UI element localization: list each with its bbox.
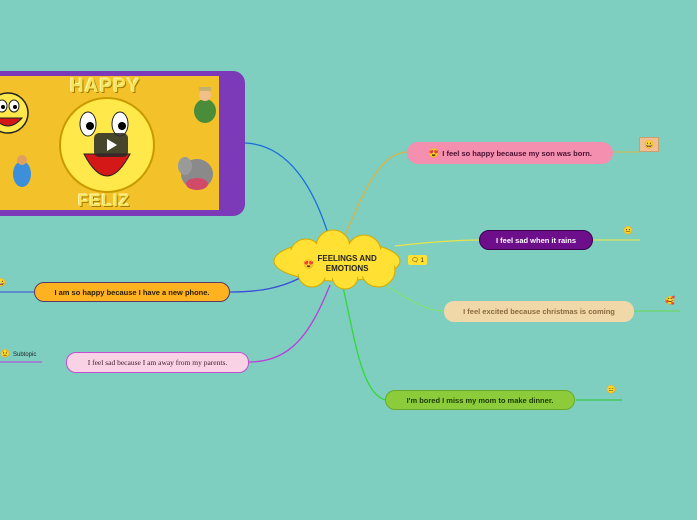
expressionless-face-icon: 😑 xyxy=(606,385,616,394)
link-sad-parents xyxy=(248,284,331,363)
comment-badge[interactable]: 🗨 1 xyxy=(408,255,427,265)
worried-face-icon: 😟 xyxy=(0,349,10,358)
side-emoji-grinning-box: 😀 xyxy=(639,137,659,152)
central-cloud-shape xyxy=(273,229,401,290)
link-bored-mom xyxy=(342,286,387,401)
heart-eyes-icon: 😍 xyxy=(428,147,440,158)
neutral-face-icon: 😐 xyxy=(623,226,633,235)
topic-excited-christmas-label: I feel excited because christmas is comi… xyxy=(463,307,615,316)
topic-happy-son-label: I feel so happy because my son was born. xyxy=(442,148,592,158)
grinning-face-icon: 😀 xyxy=(644,140,654,149)
central-topic-line2: EMOTIONS xyxy=(325,264,369,273)
smiling-hearts-icon: 🥰 xyxy=(665,296,675,305)
play-button-icon[interactable] xyxy=(94,133,128,157)
topic-sad-parents-label: I feel sad because I am away from my par… xyxy=(87,358,228,367)
central-topic-label: FEELINGS AND EMOTIONS xyxy=(317,254,376,274)
link-video xyxy=(244,142,331,241)
topic-bored-mom[interactable]: I'm bored I miss my mom to make dinner. xyxy=(385,390,575,410)
link-happy-son xyxy=(344,151,409,236)
topic-happy-son[interactable]: 😍 I feel so happy because my son was bor… xyxy=(407,142,613,164)
topic-sad-rains[interactable]: I feel sad when it rains xyxy=(479,230,593,250)
grinning-face-icon: 😀 xyxy=(0,278,6,287)
central-topic[interactable]: 😍 FEELINGS AND EMOTIONS xyxy=(292,250,388,278)
video-title-bottom: FELIZ xyxy=(78,191,131,210)
topic-sad-parents[interactable]: I feel sad because I am away from my par… xyxy=(66,352,249,373)
comment-count: 🗨 1 xyxy=(411,257,424,264)
central-topic-line1: FEELINGS AND xyxy=(317,254,377,263)
link-excited-christmas xyxy=(379,281,445,312)
topic-sad-rains-label: I feel sad when it rains xyxy=(495,235,577,245)
topic-happy-phone[interactable]: I am so happy because I have a new phone… xyxy=(34,282,230,302)
link-sad-rains xyxy=(394,239,481,247)
video-thumbnail[interactable]: HAPPY FELIZ xyxy=(0,71,245,216)
link-happy-phone xyxy=(229,277,301,293)
topic-happy-phone-label: I am so happy because I have a new phone… xyxy=(54,287,210,297)
video-frame: HAPPY FELIZ xyxy=(0,76,219,210)
topic-bored-mom-label: I'm bored I miss my mom to make dinner. xyxy=(406,395,554,405)
heart-eyes-icon: 😍 xyxy=(303,258,315,269)
video-title-top: HAPPY xyxy=(70,76,141,97)
subtopic-label[interactable]: Subtopic xyxy=(13,352,37,358)
topic-excited-christmas[interactable]: I feel excited because christmas is comi… xyxy=(444,301,634,322)
